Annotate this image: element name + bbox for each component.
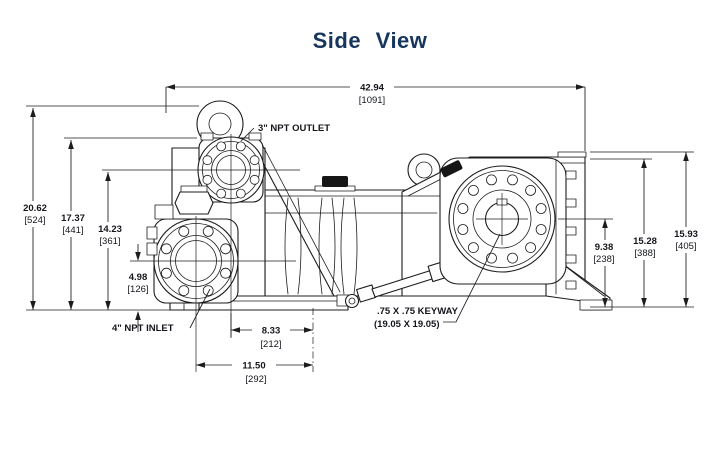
rear-lifting-eye-icon <box>407 153 441 187</box>
dim-inlet-cl-mm: [126] <box>127 284 148 295</box>
dim-crankcase-top-in: 15.28 <box>633 236 657 247</box>
dim-shaft-cl-mm: [238] <box>593 254 614 265</box>
dim-outlet-cl-in: 14.23 <box>98 224 122 235</box>
dimension-texts: 42.94 [1091] 20.62 [524] 17.37 [441] 14.… <box>23 83 698 386</box>
dim-outlet-cl-mm: [361] <box>99 236 120 247</box>
keyway-label-line1: .75 X .75 KEYWAY <box>377 306 459 317</box>
dim-overall-height-in: 15.93 <box>674 229 698 240</box>
dim-inlet-offset-in: 11.50 <box>242 361 265 372</box>
dim-crankcase-top-mm: [388] <box>634 248 655 259</box>
manifold-plug <box>146 185 214 256</box>
dim-inlet-offset-mm: [292] <box>245 374 266 385</box>
cover-bolt-holes <box>457 174 547 264</box>
bearing-cover <box>448 165 556 273</box>
dim-shaft-cl-in: 9.38 <box>595 242 614 253</box>
rear-top-lip <box>557 151 587 158</box>
discharge-brace <box>255 149 335 297</box>
pump-drawing <box>102 100 613 372</box>
dim-outlet-top-mm: [441] <box>62 225 83 236</box>
dimension-arrows <box>30 84 689 368</box>
extension-lines <box>26 87 694 337</box>
keyway-label-line2: (19.05 X 19.05) <box>374 319 440 330</box>
dim-outlet-offset-in: 8.33 <box>262 326 281 337</box>
dim-ring-height-in: 20.62 <box>23 203 47 214</box>
dim-overall-length-in: 42.94 <box>360 83 384 94</box>
dim-overall-height-mm: [405] <box>675 241 696 252</box>
dim-outlet-offset-mm: [212] <box>260 339 281 350</box>
dim-overall-length-mm: [1091] <box>359 95 385 106</box>
outlet-port-label: 3" NPT OUTLET <box>258 123 330 134</box>
dim-inlet-cl-in: 4.98 <box>129 272 148 283</box>
callouts: 3" NPT OUTLET 4" NPT INLET .75 X .75 KEY… <box>112 123 501 334</box>
cover-bolts <box>565 170 577 290</box>
page-title: Side View <box>313 28 428 53</box>
dim-ring-height-mm: [524] <box>24 215 45 226</box>
centerlines <box>102 134 613 372</box>
inlet-port-label: 4" NPT INLET <box>112 323 174 334</box>
oil-fill-plugs <box>314 160 463 192</box>
dimension-annotations: 42.94 [1091] 20.62 [524] 17.37 [441] 14.… <box>15 80 706 385</box>
dim-outlet-top-in: 17.37 <box>61 213 85 224</box>
